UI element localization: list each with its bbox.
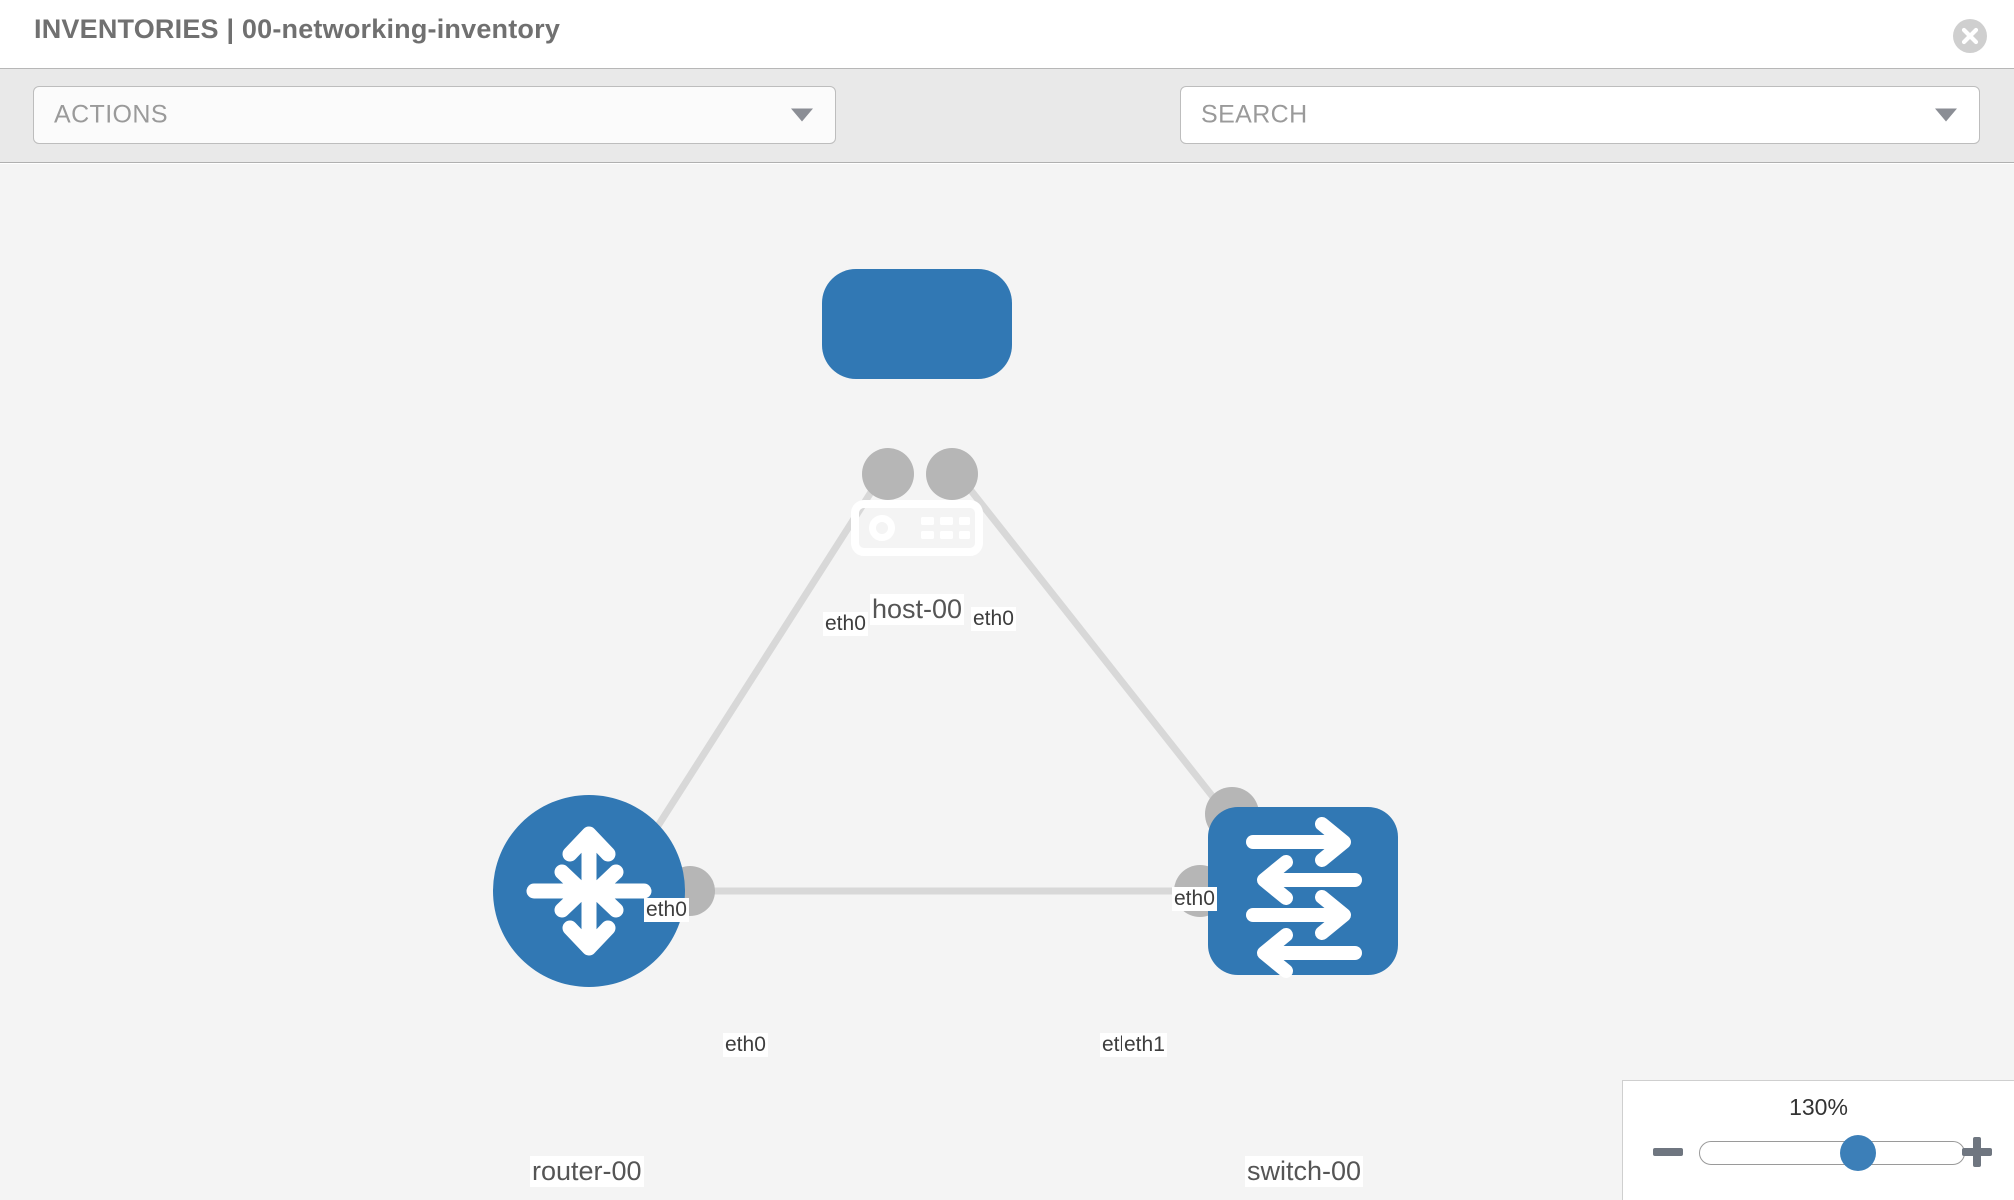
topology-links xyxy=(637,461,1231,895)
iface-label: eth1 xyxy=(1122,1033,1167,1058)
iface-label: eth0 xyxy=(823,612,868,637)
search-placeholder: SEARCH xyxy=(1201,100,1308,129)
zoom-slider-thumb[interactable] xyxy=(1840,1135,1877,1171)
topology-canvas[interactable]: eth0 eth0 eth0 eth0 eth0 eth0 eth1 host-… xyxy=(0,164,2014,1200)
chevron-down-icon xyxy=(791,108,813,122)
chevron-down-icon xyxy=(1935,108,1957,122)
iface-label: eth0 xyxy=(1172,887,1217,912)
iface-label: eth0 xyxy=(971,607,1016,632)
page-header: INVENTORIES | 00-networking-inventory xyxy=(0,0,2014,69)
node-label-router-00: router-00 xyxy=(530,1156,644,1188)
router-arrows-icon xyxy=(526,826,652,956)
topology-graph xyxy=(493,269,1398,987)
link-host00-switch00 xyxy=(947,461,1231,819)
page-title: INVENTORIES | 00-networking-inventory xyxy=(34,14,561,44)
actions-dropdown[interactable]: ACTIONS xyxy=(33,86,836,144)
zoom-control-panel: 130% xyxy=(1622,1080,2014,1200)
node-label-host-00: host-00 xyxy=(870,594,965,626)
zoom-out-button[interactable] xyxy=(1649,1133,1687,1171)
zoom-level-label: 130% xyxy=(1789,1094,1848,1120)
search-input[interactable]: SEARCH xyxy=(1180,86,1980,144)
node-router-00 xyxy=(493,795,685,987)
toolbar: ACTIONS SEARCH xyxy=(0,69,2014,210)
port-host00-eth0-right xyxy=(926,448,978,500)
zoom-slider[interactable] xyxy=(1699,1135,1965,1171)
link-host00-router00 xyxy=(637,462,892,856)
server-icon xyxy=(851,500,983,556)
actions-dropdown-value: ACTIONS xyxy=(54,100,168,129)
port-host00-eth0-left xyxy=(862,448,914,500)
iface-label: eth0 xyxy=(723,1033,768,1058)
switch-arrows-icon xyxy=(1246,817,1362,978)
iface-label: eth0 xyxy=(644,898,689,923)
close-icon[interactable] xyxy=(1952,18,1988,54)
node-switch-00 xyxy=(1208,807,1398,978)
node-host-00 xyxy=(822,269,1012,556)
node-label-switch-00: switch-00 xyxy=(1245,1156,1364,1188)
zoom-in-button[interactable] xyxy=(1958,1133,1996,1171)
